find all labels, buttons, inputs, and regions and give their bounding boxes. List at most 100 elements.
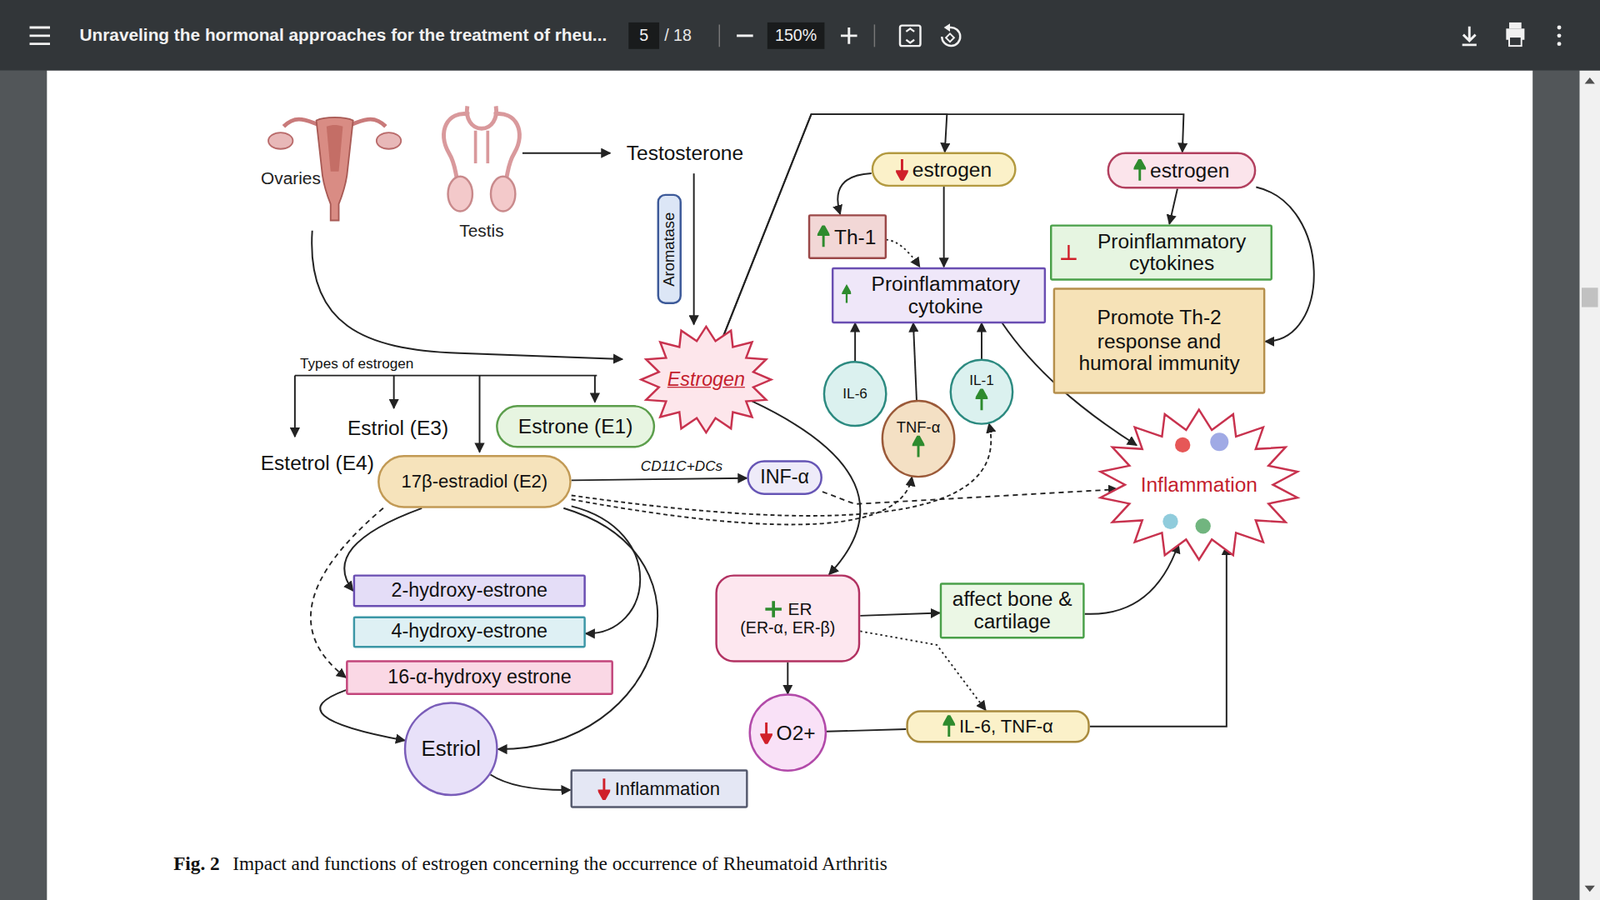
connector: [320, 690, 405, 740]
node-title: Inflammation: [1140, 473, 1258, 496]
node-title: IL-1: [969, 372, 995, 389]
node-title: INF-α: [760, 466, 810, 489]
circle-node: O2+: [749, 694, 827, 772]
drawing-part: [1557, 41, 1562, 46]
process-box: IL-6, TNF-α: [905, 710, 1090, 743]
drawing-part: [30, 27, 50, 45]
toolbar: [0, 0, 1600, 70]
connector: [885, 240, 920, 268]
toolbar-icons: [30, 22, 1562, 50]
node-content: INF-α: [760, 466, 810, 489]
node-content: IL-6: [842, 385, 868, 402]
drawing-part: [1509, 22, 1522, 29]
drawing-part: [283, 119, 319, 127]
circle-outline: [750, 695, 826, 771]
symbol-row: estrogen: [895, 158, 992, 181]
drawing-part: [1509, 36, 1522, 46]
symbol-row: Inflammation: [598, 777, 720, 800]
node-title: Estriol: [420, 736, 480, 761]
drawing-part: [490, 176, 515, 212]
circle-outline: [882, 400, 955, 477]
process-box: INF-α: [746, 460, 823, 495]
drawing-part: [1557, 33, 1562, 38]
circle-node: IL-1: [950, 359, 1014, 425]
process-box: Proinflammatory cytokine: [831, 266, 1046, 323]
node-content: Th-1: [817, 225, 876, 248]
connector: [571, 478, 748, 481]
node-content: affect bone & cartilage: [950, 587, 1075, 634]
drawing-part: [945, 33, 955, 42]
toolbar-text: / 18: [664, 26, 692, 45]
symbol-row: Th-1: [817, 225, 876, 248]
connector-label: CD11C+DCs: [638, 458, 725, 475]
node-content: O2+: [760, 720, 816, 744]
process-box: affect bone & cartilage: [940, 582, 1085, 639]
arrow-symbol: [760, 721, 773, 745]
symbol-row: Proinflammatory cytokine: [841, 271, 1036, 318]
node-title: Estrogen: [667, 368, 745, 390]
symbol-row: ER: [763, 599, 812, 620]
drawing-part: [393, 375, 395, 409]
connector: [1090, 545, 1227, 727]
connector: [860, 630, 986, 710]
drawing-part: [944, 23, 950, 32]
arrow-symbol-shape: [1135, 159, 1145, 181]
arrow-symbol: [895, 158, 909, 181]
cell-dot: [1210, 432, 1229, 451]
circle-node: IL-6: [823, 360, 887, 426]
drawing-part: [900, 25, 920, 46]
diagram-label: Estetrol (E4): [260, 451, 375, 475]
node-content: IL-1: [969, 372, 995, 411]
source-arrows: [295, 153, 695, 453]
drawing-part: [466, 105, 496, 129]
node-title: Promote Th-2 response and humoral immuni…: [1063, 306, 1255, 375]
circle-outline: [824, 361, 886, 426]
arrow-symbol-shape: [599, 778, 610, 800]
arrow-symbol: [912, 435, 925, 459]
process-box: Proinflammatory cytokines: [1050, 224, 1273, 280]
node-title: Th-1: [834, 225, 876, 248]
scroll-arrows: [1585, 77, 1595, 892]
cell-dot: [1162, 514, 1178, 530]
node-title: Estrone (E1): [518, 415, 633, 438]
process-box: 17β-estradiol (E2): [377, 455, 572, 509]
cell-dot: [1175, 437, 1190, 453]
cell-dot: [1195, 518, 1210, 534]
connector: [571, 505, 641, 634]
toolbar-text: Unraveling the hormonal approaches for t…: [80, 25, 608, 45]
drawing-part: [693, 173, 695, 325]
drawing-part: [443, 114, 470, 180]
node-content: estrogen: [1134, 159, 1230, 182]
node-content: Estriol: [420, 736, 480, 761]
node-title: 16-α-hydroxy estrone: [387, 666, 571, 689]
arrow-symbol: [598, 777, 611, 800]
arrow-symbol: [942, 715, 955, 738]
starburst-outline: [640, 326, 771, 433]
drawing-part: [1462, 26, 1477, 45]
node-subtitle: (ER-α, ER-β): [740, 619, 835, 638]
drawing-part: [294, 375, 296, 437]
node-title: IL-6, TNF-α: [959, 715, 1054, 737]
node-title: IL-6: [842, 385, 868, 402]
node-content: 17β-estradiol (E2): [401, 471, 549, 493]
node-title: 4-hydroxy-estrone: [391, 620, 549, 643]
node-title: Proinflammatory cytokines: [1081, 229, 1263, 275]
node-content: Proinflammatory cytokine: [841, 271, 1036, 318]
drawing-part: [628, 22, 660, 50]
circle-node: Estriol: [404, 701, 499, 796]
ovary-illustration: [268, 117, 401, 221]
connector: [490, 775, 570, 791]
arrow-symbol-shape: [760, 722, 771, 745]
arrow-symbol-shape: [896, 159, 907, 181]
arrow-symbol-shape: [819, 225, 830, 248]
process-box: estrogen: [871, 151, 1017, 187]
connector: [786, 662, 789, 695]
process-box: Aromatase: [657, 194, 682, 305]
scrollbar-thumb: [1581, 287, 1599, 307]
drawing-part: [719, 24, 720, 47]
drawing-part: [350, 119, 386, 127]
symbol-row: estrogen: [1134, 159, 1230, 182]
node-content: Inflammation: [1140, 473, 1258, 496]
node-title: O2+: [776, 720, 816, 744]
